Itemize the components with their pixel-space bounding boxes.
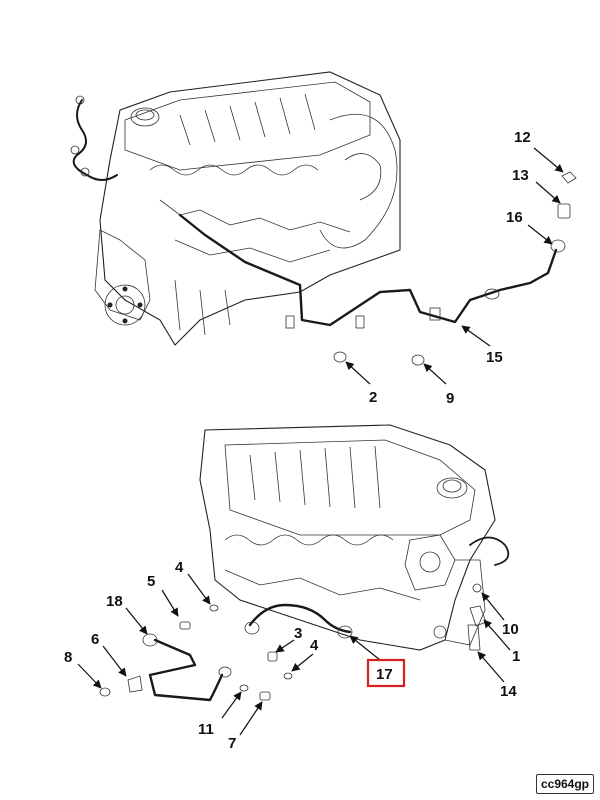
upper-engine-block xyxy=(70,71,401,346)
callout-1: 1 xyxy=(512,648,520,665)
nut-9-icon xyxy=(411,354,425,366)
callout-2: 2 xyxy=(369,389,377,406)
callout-17: 17 xyxy=(376,666,393,683)
callout-12: 12 xyxy=(514,129,531,146)
callout-9: 9 xyxy=(446,390,454,407)
washer-4-icon xyxy=(209,604,219,612)
callout-6: 6 xyxy=(91,631,99,648)
nut-2-icon xyxy=(333,351,347,363)
callout-7: 7 xyxy=(228,735,236,752)
bracket-14-icon xyxy=(467,624,481,651)
callout-14: 14 xyxy=(500,683,517,700)
highlight-box-17 xyxy=(366,658,406,688)
gasket-12-icon xyxy=(561,171,577,184)
callout-13: 13 xyxy=(512,167,529,184)
lower-fuel-lines xyxy=(142,603,353,702)
lower-engine-block xyxy=(199,424,510,651)
upper-fuel-line xyxy=(178,213,566,329)
washer-4b-icon xyxy=(283,672,293,680)
bracket-6-icon xyxy=(127,675,143,693)
callout-5: 5 xyxy=(147,573,155,590)
callout-18: 18 xyxy=(106,593,123,610)
callout-labels: 12 13 16 15 2 9 5 4 18 6 8 3 4 17 10 1 1… xyxy=(64,129,531,752)
washer-11-icon xyxy=(239,684,249,692)
fitting-13-icon xyxy=(557,203,571,219)
bolt-10-icon xyxy=(472,583,482,593)
callout-15: 15 xyxy=(486,349,503,366)
callout-4-upper: 4 xyxy=(175,559,184,576)
callout-16: 16 xyxy=(506,209,523,226)
banjo-bolt-5-icon xyxy=(179,621,191,630)
callout-10: 10 xyxy=(502,621,519,638)
callout-8: 8 xyxy=(64,649,72,666)
callout-11: 11 xyxy=(198,721,214,738)
nut-8-icon xyxy=(99,687,111,697)
lower-small-parts xyxy=(99,583,487,701)
leader-arrows xyxy=(77,147,564,736)
upper-small-parts xyxy=(333,171,577,366)
callout-3: 3 xyxy=(294,625,302,642)
callout-4-lower: 4 xyxy=(310,637,319,654)
plug-7-icon xyxy=(259,691,271,701)
clamp-1-icon xyxy=(469,605,487,627)
figure-code: cc964gp xyxy=(535,774,594,794)
fitting-3-icon xyxy=(267,651,278,662)
